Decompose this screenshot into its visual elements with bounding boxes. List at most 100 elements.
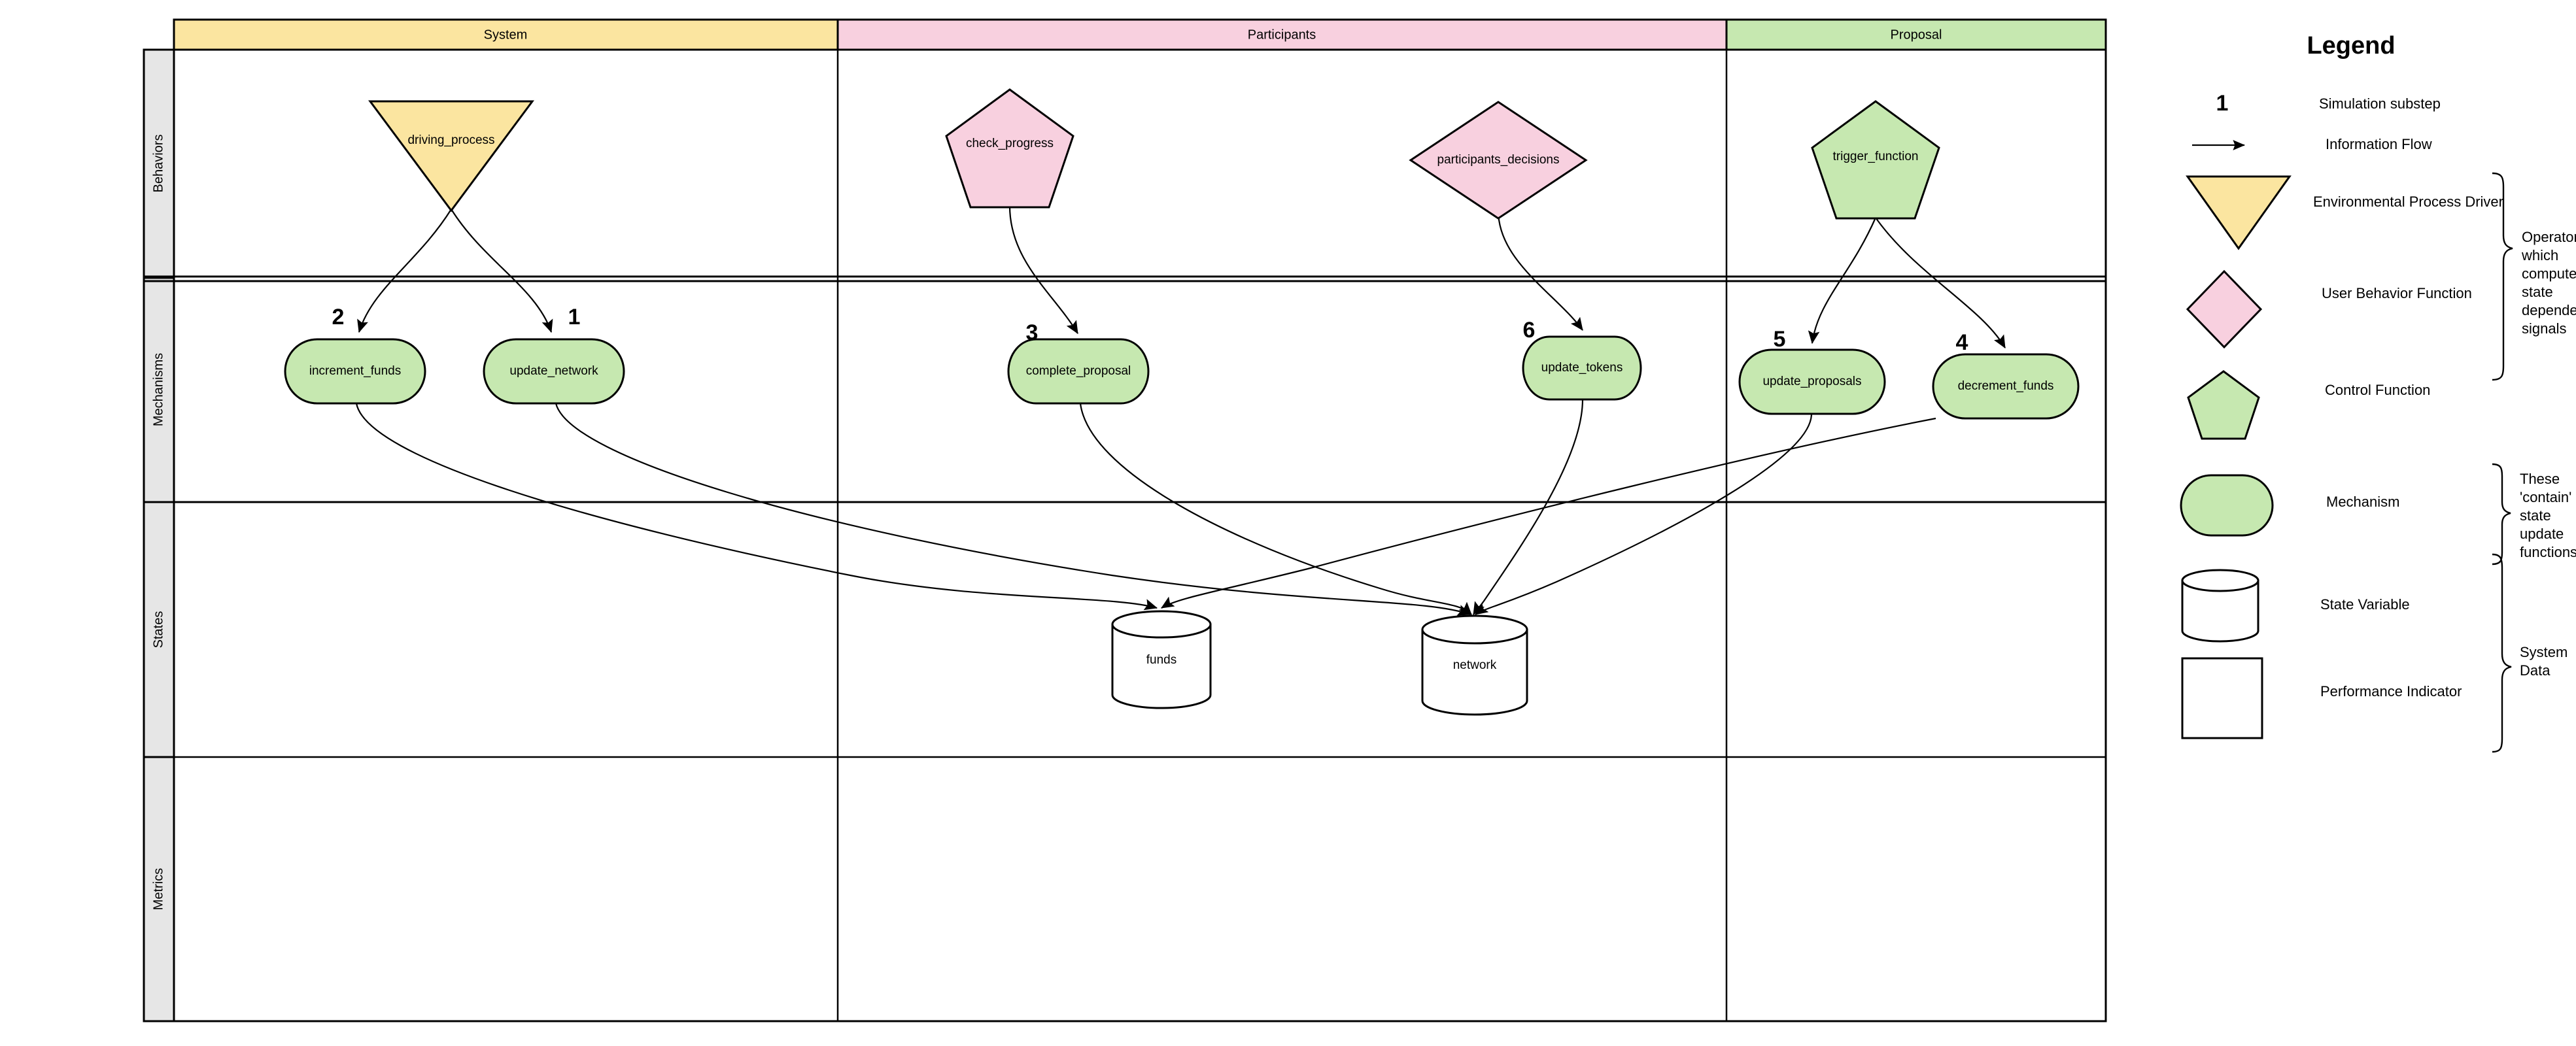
stadium-shape — [1007, 338, 1150, 405]
state-nodes: funds network — [1111, 610, 1528, 716]
legend-note-mechanism-line-4: functions — [2520, 544, 2576, 560]
brace-icon — [2492, 463, 2511, 565]
legend-item-user-behavior-function: User Behavior Function — [2186, 269, 2472, 349]
column-header-participants-label: Participants — [1248, 27, 1316, 42]
legend-note-operators-line-4: dependent — [2522, 302, 2576, 318]
node-driving-process-label: driving_process — [407, 133, 494, 147]
legend-note-mechanism-line-0: These — [2520, 471, 2560, 487]
cylinder-top — [1421, 615, 1528, 645]
edge-trigger-function-to-decrement-funds — [1875, 217, 2006, 348]
node-trigger-function[interactable]: trigger_function — [1811, 100, 1940, 220]
behavior-nodes: driving_process check_progress participa… — [368, 88, 1940, 220]
node-driving-process[interactable]: driving_process — [368, 100, 534, 212]
legend-note-mechanism-line-1: 'contain' — [2520, 489, 2571, 505]
legend-note-system-data-line-0: System — [2520, 644, 2567, 660]
triangle-down-shape — [368, 100, 534, 212]
brace-icon — [2492, 172, 2513, 381]
substep-number-5: 5 — [1774, 327, 1786, 352]
legend-item-performance-indicator: Performance Indicator — [2181, 657, 2462, 739]
node-complete-proposal-label: complete_proposal — [1026, 364, 1131, 378]
cylinder-body — [1421, 628, 1528, 716]
edge-update-tokens-to-network — [1473, 399, 1584, 615]
legend-brace-operators: Operators which compute state dependent … — [2492, 172, 2576, 381]
node-network-label: network — [1453, 658, 1497, 672]
node-update-proposals-label: update_proposals — [1762, 375, 1861, 388]
column-header-proposal-label: Proposal — [1891, 27, 1942, 42]
node-complete-proposal[interactable]: complete_proposal — [1007, 338, 1150, 405]
row-header-metrics-label: Metrics — [151, 868, 165, 910]
substep-number-2: 2 — [332, 305, 345, 329]
stadium-shape — [1522, 335, 1642, 401]
substep-numbers: 2 1 3 6 5 4 — [332, 305, 1968, 355]
legend-item-environmental-process-driver: Environmental Process Driver — [2186, 175, 2503, 250]
node-check-progress-label: check_progress — [966, 137, 1054, 150]
node-decrement-funds-label: decrement_funds — [1958, 379, 2054, 393]
node-check-progress[interactable]: check_progress — [945, 88, 1074, 209]
triangle-down-icon — [2186, 175, 2292, 250]
legend-note-mechanism: These 'contain' state update functions — [2520, 471, 2576, 560]
row-headers: Behaviors Mechanisms States Metrics — [143, 48, 175, 1022]
substep-number-6: 6 — [1523, 318, 1536, 343]
column-headers: System Participants Proposal — [173, 18, 2107, 51]
node-update-tokens[interactable]: update_tokens — [1522, 335, 1642, 401]
legend-item-simulation-substep-label: Simulation substep — [2319, 95, 2441, 112]
legend-item-state-variable: State Variable — [2181, 569, 2410, 643]
legend-item-state-variable-label: State Variable — [2320, 596, 2410, 613]
edge-update-proposals-to-network — [1475, 413, 1813, 615]
cylinder-icon-top — [2181, 569, 2259, 592]
node-update-proposals[interactable]: update_proposals — [1738, 348, 1886, 415]
row-header-behaviors-label: Behaviors — [151, 135, 165, 193]
grid-frame — [173, 48, 2107, 1022]
legend-note-system-data-line-1: Data — [2520, 662, 2550, 679]
node-participants-decisions-label: participants_decisions — [1437, 153, 1560, 167]
legend-item-information-flow-label: Information Flow — [2326, 136, 2432, 152]
stadium-shape — [1932, 353, 2080, 420]
stadium-shape — [483, 338, 625, 405]
mechanism-nodes: increment_funds update_network complete_… — [284, 335, 2080, 420]
stadium-icon — [2180, 474, 2274, 537]
edge-participants-decisions-to-update-tokens — [1497, 210, 1583, 331]
grid-lines — [144, 48, 2107, 1022]
legend-item-simulation-substep: 1 Simulation substep — [2216, 91, 2441, 116]
legend-note-mechanism-line-3: update — [2520, 526, 2564, 542]
edge-driving-process-to-increment-funds — [357, 209, 452, 333]
edge-driving-process-to-update-network — [451, 209, 553, 333]
substep-number-1: 1 — [568, 305, 581, 329]
legend-note-mechanism-line-2: state — [2520, 507, 2551, 524]
legend-title: Legend — [2307, 32, 2395, 59]
node-funds-label: funds — [1146, 653, 1176, 667]
node-increment-funds-label: increment_funds — [309, 364, 401, 378]
edge-complete-proposal-to-network — [1079, 403, 1472, 615]
brace-icon — [2492, 553, 2512, 753]
pentagon-icon — [2187, 370, 2260, 440]
edge-increment-funds-to-funds — [355, 403, 1158, 611]
substep-number-4: 4 — [1956, 330, 1968, 355]
edge-trigger-function-to-update-proposals — [1808, 217, 1877, 345]
legend-note-operators-line-1: which — [2521, 247, 2558, 263]
node-update-network[interactable]: update_network — [483, 338, 625, 405]
legend-brace-system-data: System Data — [2492, 553, 2567, 753]
legend-item-information-flow: Information Flow — [2192, 136, 2432, 152]
legend-item-mechanism: Mechanism — [2180, 474, 2399, 537]
column-header-participants — [836, 18, 1728, 51]
edge-decrement-funds-to-funds — [1161, 417, 1936, 609]
row-header-states-label: States — [151, 611, 165, 649]
row-header-states — [143, 501, 175, 758]
legend-item-environmental-process-driver-label: Environmental Process Driver — [2313, 194, 2503, 210]
node-increment-funds[interactable]: increment_funds — [284, 338, 426, 405]
node-network[interactable]: network — [1421, 615, 1528, 716]
legend-note-operators-line-5: signals — [2522, 320, 2566, 337]
pentagon-shape — [1811, 100, 1940, 220]
legend-item-control-function: Control Function — [2187, 370, 2430, 440]
legend-note-operators-line-2: compute — [2522, 265, 2576, 282]
node-trigger-function-label: trigger_function — [1833, 150, 1919, 163]
node-funds[interactable]: funds — [1111, 610, 1212, 709]
node-participants-decisions[interactable]: participants_decisions — [1409, 101, 1588, 220]
node-update-network-label: update_network — [509, 364, 598, 378]
legend-item-user-behavior-function-label: User Behavior Function — [2322, 285, 2472, 301]
node-decrement-funds[interactable]: decrement_funds — [1932, 353, 2080, 420]
legend-item-mechanism-label: Mechanism — [2326, 494, 2399, 510]
legend-item-control-function-label: Control Function — [2325, 382, 2430, 398]
